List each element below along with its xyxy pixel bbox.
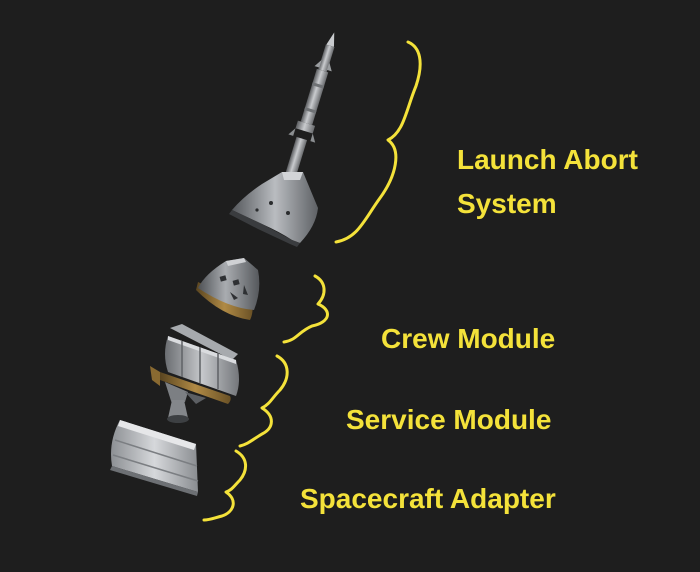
spacecraft-adapter-label-line-1: Spacecraft Adapter <box>300 477 556 521</box>
crew-module-label-line-1: Crew Module <box>381 317 555 361</box>
service-module-graphic <box>150 324 239 423</box>
spacecraft-adapter-graphic <box>110 420 198 496</box>
crew-module-graphic <box>196 258 259 320</box>
launch-abort-system-label-line-1: Launch Abort <box>457 138 638 182</box>
launch-abort-system-label-line-2: System <box>457 182 638 226</box>
launch-abort-system-graphic <box>229 28 348 247</box>
service-module-label: Service Module <box>346 398 551 442</box>
crew-module-bracket <box>284 276 328 342</box>
spacecraft-adapter-label: Spacecraft Adapter <box>300 477 556 521</box>
crew-module-label: Crew Module <box>381 317 555 361</box>
service-module-bracket <box>240 356 287 446</box>
service-module-label-line-1: Service Module <box>346 398 551 442</box>
launch-abort-system-bracket <box>336 42 420 242</box>
spacecraft-adapter-bracket <box>204 451 246 520</box>
launch-abort-system-label: Launch Abort System <box>457 138 638 226</box>
